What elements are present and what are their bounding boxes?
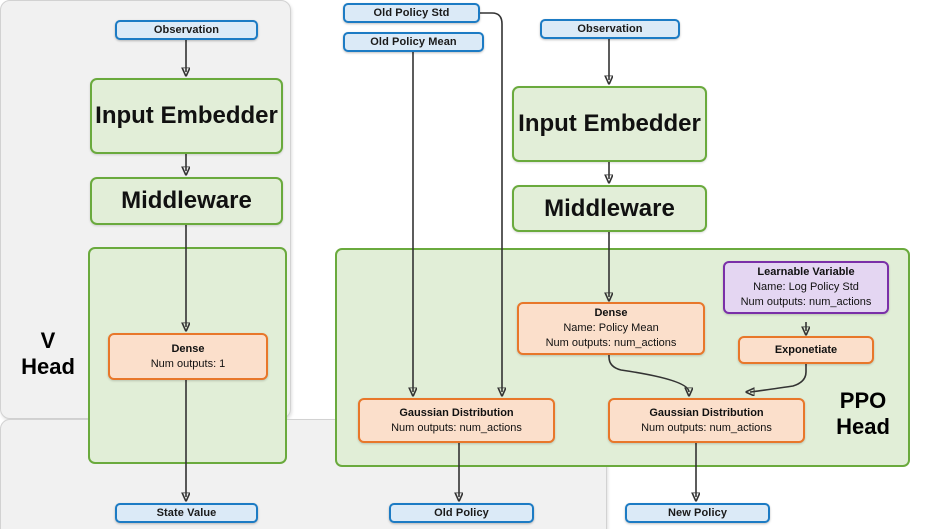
input-old-policy-mean[interactable]: Old Policy Mean xyxy=(343,32,484,52)
input-observation-v-label: Observation xyxy=(153,24,220,36)
v-head-caption-line1: V xyxy=(40,328,56,353)
ppo-middleware-block[interactable]: Middleware xyxy=(512,185,707,232)
input-old-policy-std-label: Old Policy Std xyxy=(373,7,450,19)
v-head-caption: V Head xyxy=(12,328,84,380)
ppo-input-embedder-block[interactable]: Input Embedder xyxy=(512,86,707,162)
v-middleware-label: Middleware xyxy=(121,187,252,214)
gaussian-distribution-old-block[interactable]: Gaussian Distribution Num outputs: num_a… xyxy=(358,398,555,443)
gaussian-distribution-new-block[interactable]: Gaussian Distribution Num outputs: num_a… xyxy=(608,398,805,443)
ppo-head-caption: PPO Head xyxy=(820,388,906,440)
gaussian-old-title: Gaussian Distribution xyxy=(399,406,514,419)
output-old-policy[interactable]: Old Policy xyxy=(389,503,534,523)
v-dense-title: Dense xyxy=(171,342,205,355)
learnable-variable-name: Name: Log Policy Std xyxy=(753,281,859,293)
output-state-value[interactable]: State Value xyxy=(115,503,258,523)
output-old-policy-label: Old Policy xyxy=(434,507,489,519)
ppo-middleware-label: Middleware xyxy=(544,194,675,222)
learnable-variable-title: Learnable Variable xyxy=(757,266,855,278)
output-new-policy[interactable]: New Policy xyxy=(625,503,770,523)
v-input-embedder-block[interactable]: Input Embedder xyxy=(90,78,283,154)
gaussian-old-outputs: Num outputs: num_actions xyxy=(391,421,522,434)
input-old-policy-mean-label: Old Policy Mean xyxy=(370,36,457,48)
ppo-dense-outputs: Num outputs: num_actions xyxy=(545,337,677,349)
ppo-dense-title: Dense xyxy=(594,307,628,319)
gaussian-new-title: Gaussian Distribution xyxy=(649,406,764,419)
ppo-head-caption-line2: Head xyxy=(836,414,890,439)
exponetiate-label: Exponetiate xyxy=(774,343,838,356)
input-observation-ppo-label: Observation xyxy=(577,23,643,35)
v-dense-block[interactable]: Dense Num outputs: 1 xyxy=(108,333,268,380)
output-state-value-label: State Value xyxy=(156,507,217,519)
input-observation-ppo[interactable]: Observation xyxy=(540,19,680,39)
input-observation-v[interactable]: Observation xyxy=(115,20,258,40)
gaussian-new-outputs: Num outputs: num_actions xyxy=(641,421,772,434)
output-new-policy-label: New Policy xyxy=(667,507,728,519)
v-dense-outputs: Num outputs: 1 xyxy=(150,357,226,370)
input-old-policy-std[interactable]: Old Policy Std xyxy=(343,3,480,23)
learnable-variable-outputs: Num outputs: num_actions xyxy=(740,296,872,308)
learnable-variable-block[interactable]: Learnable Variable Name: Log Policy Std … xyxy=(723,261,889,314)
exponetiate-block[interactable]: Exponetiate xyxy=(738,336,874,364)
ppo-input-embedder-label: Input Embedder xyxy=(518,110,701,137)
v-input-embedder-label: Input Embedder xyxy=(95,102,278,129)
ppo-dense-name: Name: Policy Mean xyxy=(563,322,659,334)
v-middleware-block[interactable]: Middleware xyxy=(90,177,283,225)
v-head-caption-line2: Head xyxy=(21,354,75,379)
ppo-head-caption-line1: PPO xyxy=(839,388,887,413)
ppo-dense-policy-mean-block[interactable]: Dense Name: Policy Mean Num outputs: num… xyxy=(517,302,705,355)
